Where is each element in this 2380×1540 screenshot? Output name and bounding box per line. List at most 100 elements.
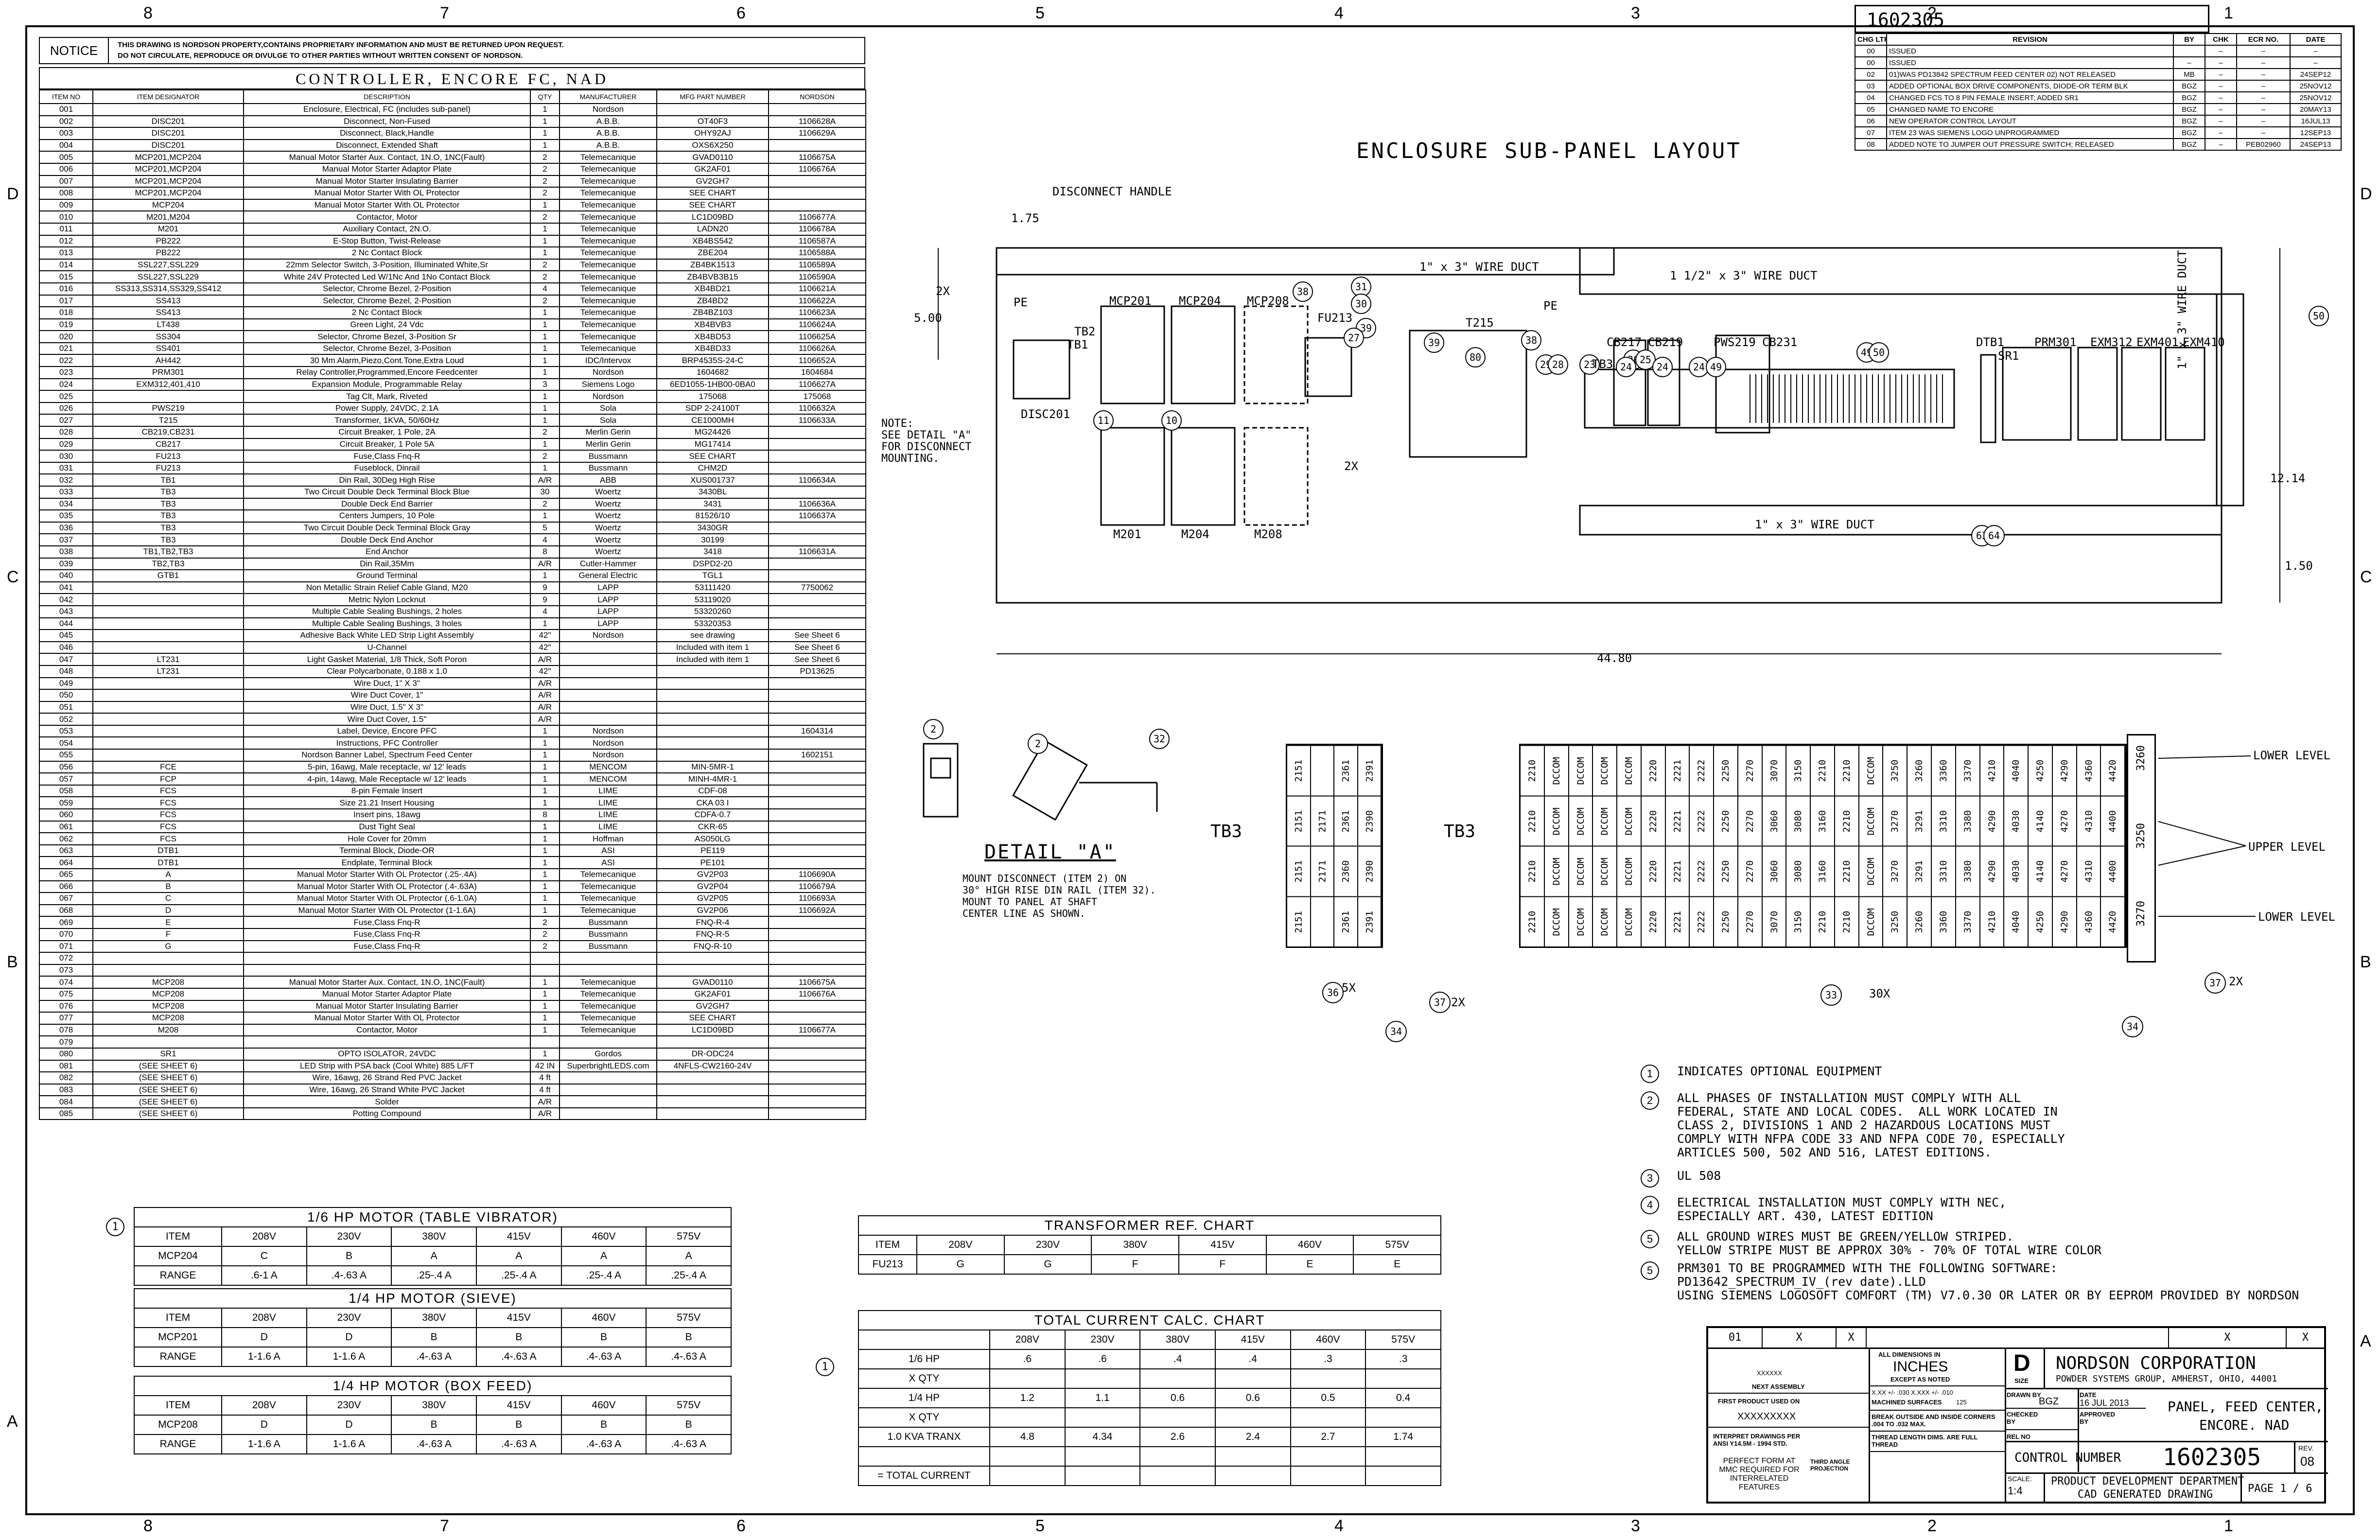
bom-cell bbox=[559, 1107, 657, 1120]
detail-a-text: MOUNT DISCONNECT (ITEM 2) ON 30° HIGH RI… bbox=[962, 873, 1156, 919]
current-value bbox=[1290, 1368, 1366, 1389]
bom-cell bbox=[92, 390, 244, 403]
bom-cell: M201,M204 bbox=[92, 210, 244, 224]
tb3-terminal: 4420 bbox=[2101, 896, 2125, 946]
tb3-terminal: 3080 bbox=[1786, 795, 1810, 846]
transformer-item: FU213 bbox=[858, 1254, 917, 1275]
note-number-balloon: 5 bbox=[1641, 1230, 1659, 1248]
bom-cell: 024 bbox=[39, 378, 93, 391]
bom-cell: 1106675A bbox=[768, 976, 866, 989]
bom-cell: CHM2D bbox=[656, 461, 769, 475]
bom-cell: 3431 bbox=[656, 497, 769, 511]
bom-cell: 2 bbox=[530, 450, 560, 463]
bom-cell: DTB1 bbox=[92, 856, 244, 869]
bom-cell: FCS bbox=[92, 784, 244, 798]
tb3-terminal: 3060 bbox=[1762, 846, 1786, 896]
bom-row: 083(SEE SHEET 6)Wire, 16awg, 26 Strand W… bbox=[39, 1083, 866, 1097]
level-leaders bbox=[2158, 755, 2256, 917]
bom-cell: Nordson bbox=[559, 629, 657, 642]
current-voltage: 230V bbox=[1064, 1330, 1141, 1350]
bom-cell: 1106637A bbox=[768, 509, 866, 523]
zone-top-8: 8 bbox=[143, 4, 153, 22]
bom-cell: LT231 bbox=[92, 665, 244, 678]
bom-cell: XB4BVB3 bbox=[656, 318, 769, 332]
motor-chart-voltage: 230V bbox=[306, 1308, 392, 1328]
dtb1-body bbox=[1980, 354, 1996, 443]
motor-chart-range: .4-.63 A bbox=[391, 1347, 477, 1367]
bom-cell: 1 bbox=[530, 198, 560, 212]
bom-cell: Telemecanique bbox=[559, 1023, 657, 1037]
wire-duct-top-left bbox=[996, 247, 1615, 276]
motor-chart-voltage: 230V bbox=[306, 1226, 392, 1247]
bom-cell: Manual Motor Starter With OL Protector (… bbox=[243, 868, 531, 881]
bom-cell: LIME bbox=[559, 784, 657, 798]
motor-chart-code: B bbox=[475, 1415, 562, 1435]
zone-left-B: B bbox=[7, 953, 18, 971]
pws219-body bbox=[1715, 334, 1770, 434]
revision-cell: – bbox=[2205, 91, 2237, 104]
bom-cell: XB4BD53 bbox=[656, 330, 769, 343]
bom-cell bbox=[92, 724, 244, 738]
bom-cell: GTB1 bbox=[92, 569, 244, 582]
bom-cell bbox=[768, 700, 866, 714]
tb3-terminal: 3260 bbox=[1908, 745, 1931, 796]
bom-cell: FU213 bbox=[92, 461, 244, 475]
current-value bbox=[1139, 1368, 1216, 1389]
revision-cell: BGZ bbox=[2173, 126, 2205, 139]
cb217-body bbox=[1613, 339, 1646, 426]
tb3-terminal: 3250 bbox=[1883, 745, 1907, 796]
zone-top-6: 6 bbox=[736, 4, 746, 22]
zone-top-3: 3 bbox=[1631, 4, 1640, 22]
tb3-terminal: DCCOM bbox=[1569, 896, 1592, 946]
bom-row: 079 bbox=[39, 1035, 866, 1049]
bom-cell: PE119 bbox=[656, 844, 769, 858]
tb3-terminal: 2210 bbox=[1835, 795, 1858, 846]
current-value bbox=[1290, 1466, 1366, 1486]
bom-cell: 036 bbox=[39, 521, 93, 535]
bom-cell: 1 bbox=[530, 115, 560, 128]
bom-cell: 1106631A bbox=[768, 545, 866, 559]
bom-cell: 1604314 bbox=[768, 724, 866, 738]
bom-cell: LIME bbox=[559, 796, 657, 810]
bom-cell: 051 bbox=[39, 700, 93, 714]
revision-cell: 06 bbox=[1855, 115, 1887, 127]
title-block: 01 X X X X XXXXXX NEXT ASSEMBLY FIRST PR… bbox=[1706, 1326, 2328, 1504]
bom-cell: Circuit Breaker, 1 Pole, 2A bbox=[243, 426, 531, 439]
tb3-small-label: TB3 bbox=[1210, 822, 1242, 841]
bom-cell bbox=[92, 700, 244, 714]
sheet-cell-x1: X bbox=[1763, 1328, 1837, 1348]
transformer-voltage: 208V bbox=[916, 1235, 1005, 1255]
bom-cell bbox=[559, 963, 657, 977]
bom-cell: GV2P05 bbox=[656, 892, 769, 905]
note-text: ELECTRICAL INSTALLATION MUST COMPLY WITH… bbox=[1677, 1195, 2007, 1223]
bom-cell bbox=[768, 844, 866, 858]
tb-rel-no: REL NO bbox=[2007, 1433, 2030, 1440]
motor-chart-code: B bbox=[560, 1327, 647, 1348]
bom-cell: FNQ-R-10 bbox=[656, 940, 769, 953]
bom-cell: 1 bbox=[530, 796, 560, 810]
bom-cell: ZB4BVB3B15 bbox=[656, 270, 769, 283]
tb3-terminal: 2250 bbox=[1714, 846, 1737, 896]
tb3-terminal: 2250 bbox=[1714, 896, 1737, 946]
bom-row: 082(SEE SHEET 6)Wire, 16awg, 26 Strand R… bbox=[39, 1071, 866, 1085]
tb3-terminal: 2210 bbox=[1835, 846, 1858, 896]
motor-chart-range-label: RANGE bbox=[134, 1265, 222, 1286]
current-value: .6 bbox=[989, 1349, 1066, 1369]
bom-cell: 083 bbox=[39, 1083, 93, 1097]
current-value bbox=[1365, 1368, 1441, 1389]
zone-right-C: C bbox=[2360, 568, 2372, 586]
bom-cell: 052 bbox=[39, 713, 93, 726]
bom-cell: 067 bbox=[39, 892, 93, 905]
bom-cell: ZB4BK1513 bbox=[656, 258, 769, 272]
bom-cell: Telemecanique bbox=[559, 210, 657, 224]
bom-cell: 034 bbox=[39, 497, 93, 511]
bom-cell: Nordson bbox=[559, 390, 657, 403]
